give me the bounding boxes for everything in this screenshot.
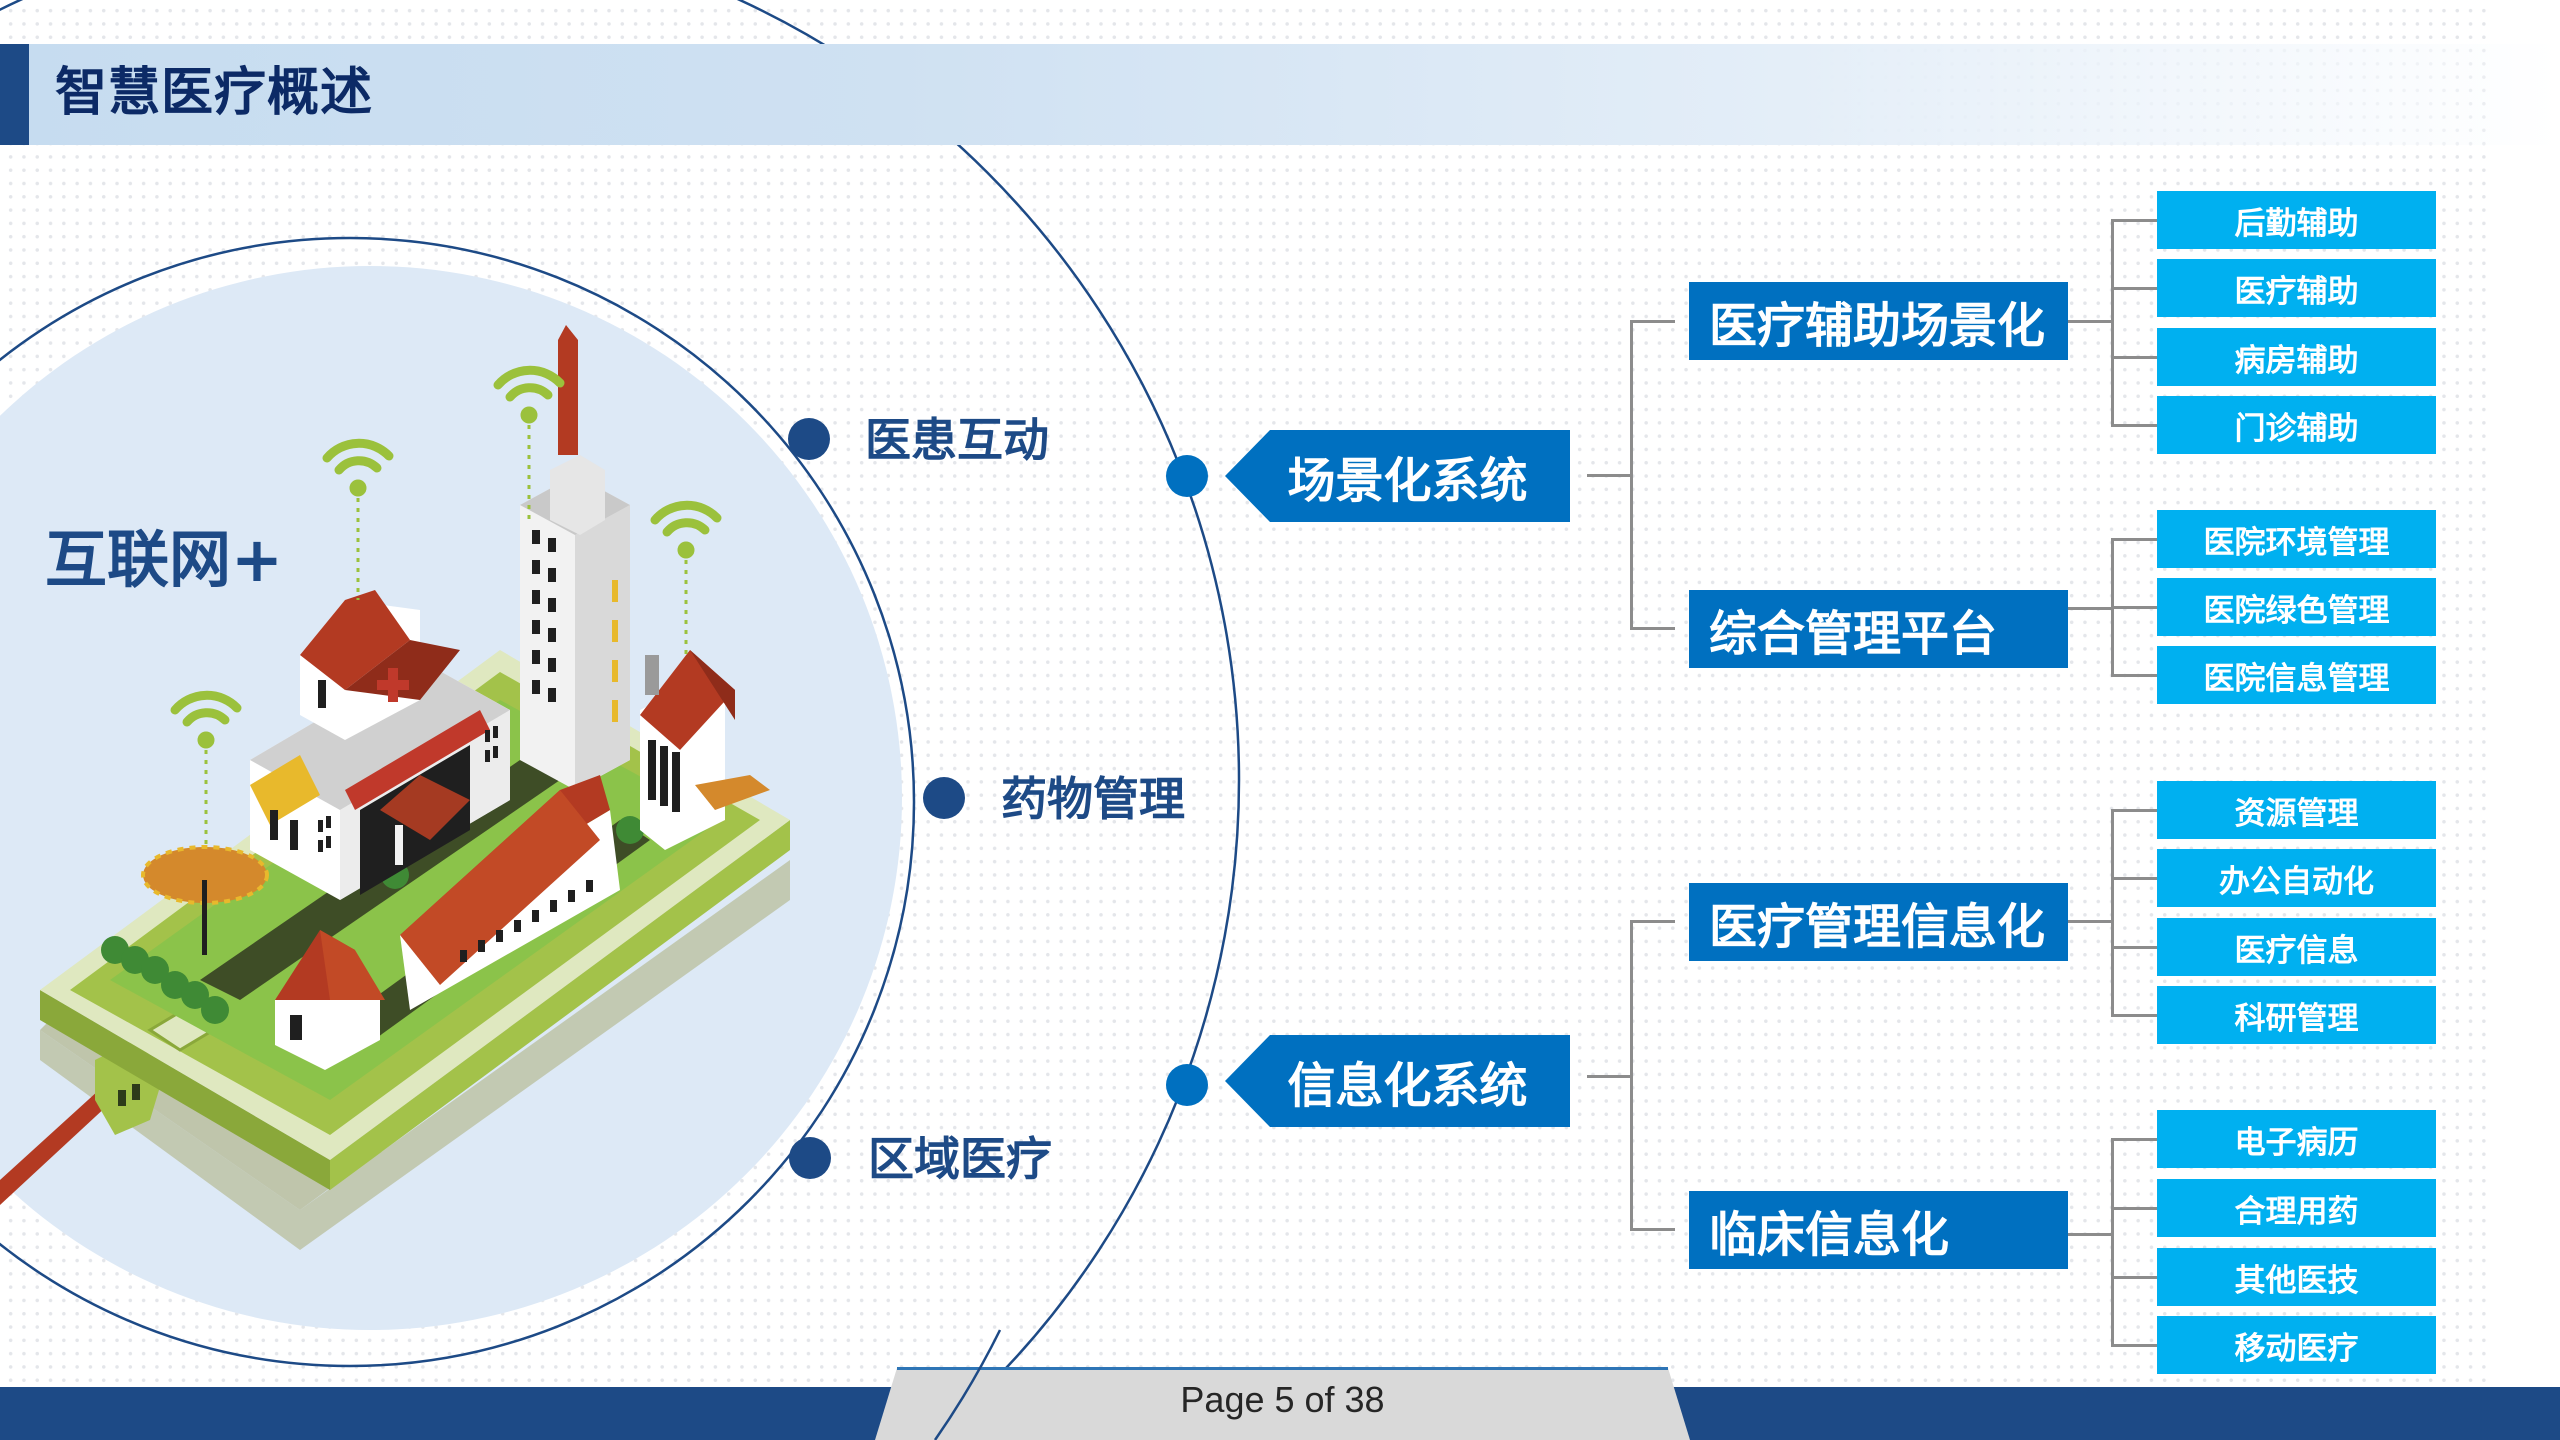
connector-line [2111,424,2157,427]
isometric-city-illustration-icon [0,325,790,1250]
connector-line [2111,356,2157,359]
connector-line [2111,809,2114,1017]
leaf-medical-information: 医疗信息 [2157,918,2436,976]
system-informatization-label: 信息化系统 [1287,1058,1528,1114]
outer-ring [0,0,1240,1440]
leaf-outpatient-assist: 门诊辅助 [2157,396,2436,454]
page-number: Page 5 of 38 [1180,1379,1385,1420]
group-medical-management-info: 医疗管理信息化 [1689,883,2068,961]
leaf-research-management: 科研管理 [2157,986,2436,1044]
footer-accent-line [897,1367,1668,1370]
system-scenario: 场景化系统 [1225,430,1570,522]
header-accent-bar [0,44,29,145]
leaf-electronic-records: 电子病历 [2157,1110,2436,1168]
connector-line [2068,320,2113,323]
connector-line [2111,1276,2157,1279]
connector-line [1630,1228,1675,1231]
subject-label: 互联网+ [45,523,283,596]
leaf-resource-management: 资源管理 [2157,781,2436,839]
connector-line [2111,1207,2157,1210]
connector-line [2111,946,2157,949]
system-scenario-label: 场景化系统 [1287,453,1528,509]
connector-line [2111,287,2157,290]
connector-line [2111,1138,2114,1347]
ring-item-regional-medical: 区域医疗 [868,1132,1052,1186]
leaf-office-automation: 办公自动化 [2157,849,2436,907]
connector-line [2111,809,2157,812]
system-dot-icon [1166,455,1208,497]
leaf-medical-assist: 医疗辅助 [2157,259,2436,317]
connector-line [2111,538,2157,541]
connector-line [1630,627,1675,630]
connector-line [2068,920,2113,923]
group-clinical-info: 临床信息化 [1689,1191,2068,1269]
group-integrated-management: 综合管理平台 [1689,590,2068,668]
connector-line [2111,1138,2157,1141]
group-medical-assist-scenario: 医疗辅助场景化 [1689,282,2068,360]
connector-line [2111,1014,2157,1017]
connector-line [2111,1344,2157,1347]
leaf-hospital-environment: 医院环境管理 [2157,510,2436,568]
leaf-other-medical-tech: 其他医技 [2157,1248,2436,1306]
connector-line [2111,219,2114,427]
footer-page-tab [875,1368,1690,1440]
ring-dot-icon [923,777,965,819]
connector-line [2111,219,2157,222]
connector-line [2068,1233,2113,1236]
leaf-ward-assist: 病房辅助 [2157,328,2436,386]
inner-ring [0,236,916,1368]
ring-item-doctor-patient: 医患互动 [865,413,1049,467]
connector-line [1630,920,1675,923]
connector-line [1630,320,1675,323]
ring-item-drug-management: 药物管理 [1001,772,1185,826]
connector-line [1587,1075,1632,1078]
leaf-mobile-medical: 移动医疗 [2157,1316,2436,1374]
system-informatization: 信息化系统 [1225,1035,1570,1127]
connector-line [2111,674,2157,677]
header-band [0,44,2560,145]
leaf-hospital-information: 医院信息管理 [2157,646,2436,704]
leaf-logistics-assist: 后勤辅助 [2157,191,2436,249]
ring-dot-icon [788,418,830,460]
connector-line [1587,474,1632,477]
system-dot-icon [1166,1064,1208,1106]
connector-line [2111,606,2157,609]
leaf-rational-drug-use: 合理用药 [2157,1179,2436,1237]
connector-line [1630,320,1633,630]
connector-line [2068,607,2113,610]
connector-line [1630,920,1633,1230]
leaf-hospital-green: 医院绿色管理 [2157,578,2436,636]
page-title: 智慧医疗概述 [55,63,374,123]
wifi-icon [170,365,722,749]
ring-dot-icon [789,1137,831,1179]
connector-line [2111,877,2157,880]
